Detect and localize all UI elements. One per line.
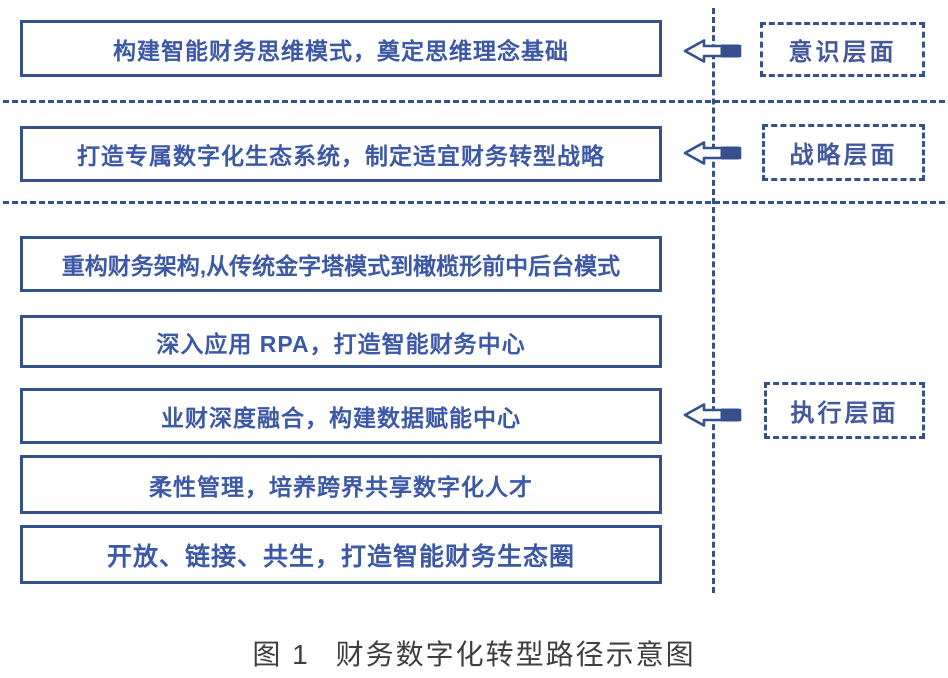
figure-caption-title: 财务数字化转型路径示意图 [335, 639, 696, 670]
flow-box-strategy: 打造专属数字化生态系统，制定适宜财务转型战略 [20, 126, 662, 182]
flow-box-execution-2: 深入应用 RPA，打造智能财务中心 [20, 315, 662, 368]
vertical-dashed-divider [712, 8, 715, 593]
figure-caption-number: 图 1 [252, 639, 310, 670]
arrow-awareness [683, 38, 743, 64]
flow-box-execution-1: 重构财务架构,从传统金字塔模式到橄榄形前中后台模式 [20, 236, 662, 292]
left-block-arrow-icon [683, 39, 742, 63]
arrow-execution [683, 402, 743, 428]
figure-caption: 图 1 财务数字化转型路径示意图 [0, 633, 948, 673]
layer-label-execution: 执行层面 [764, 382, 925, 439]
flow-box-execution-5: 开放、链接、共生，打造智能财务生态圈 [20, 525, 662, 584]
horizontal-dashed-divider-strategy-execution [3, 201, 945, 204]
flow-box-execution-3: 业财深度融合，构建数据赋能中心 [20, 388, 662, 444]
horizontal-dashed-divider-awareness-strategy [3, 100, 945, 103]
left-block-arrow-icon [683, 403, 742, 427]
flow-box-awareness: 构建智能财务思维模式，奠定思维理念基础 [20, 20, 662, 77]
arrow-strategy [683, 140, 743, 166]
layer-label-strategy: 战略层面 [762, 124, 925, 181]
layer-label-awareness: 意识层面 [760, 22, 925, 77]
flow-box-execution-4: 柔性管理，培养跨界共享数字化人才 [20, 455, 662, 514]
left-block-arrow-icon [683, 141, 742, 165]
